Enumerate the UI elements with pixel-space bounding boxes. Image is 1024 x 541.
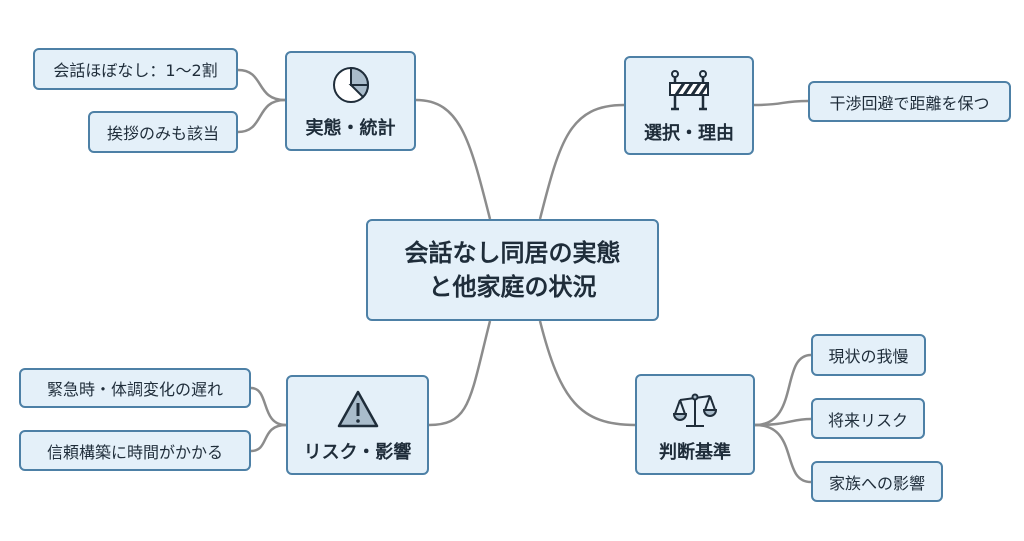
leaf-label: 現状の我慢	[828, 347, 909, 366]
warning-icon	[337, 390, 378, 428]
leaf-label: 家族への影響	[828, 473, 925, 493]
leaf-future-risk[interactable]: 将来リスク	[811, 398, 925, 439]
central-topic[interactable]: 会話なし同居の実態 と他家庭の状況	[366, 219, 659, 321]
connector	[237, 98, 286, 134]
leaf-family-impact[interactable]: 家族への影響	[811, 461, 943, 502]
connector	[237, 68, 286, 102]
leaf-conversation-rate[interactable]: 会話ほぼなし：1〜2割	[33, 48, 238, 90]
connector	[754, 423, 812, 484]
branch-choice-reason[interactable]: 選択・理由	[624, 56, 754, 155]
central-topic-line2: と他家庭の状況	[428, 273, 597, 301]
branch-risk-impact[interactable]: リスク・影響	[286, 375, 429, 475]
leaf-avoid-interference[interactable]: 干渉回避で距離を保つ	[808, 81, 1011, 122]
connector	[250, 386, 287, 427]
scales-icon	[672, 393, 718, 427]
connector	[415, 98, 492, 220]
leaf-label: 緊急時・体調変化の遅れ	[46, 380, 223, 399]
leaf-trust-building[interactable]: 信頼構築に時間がかかる	[19, 430, 251, 471]
pie-chart-icon	[332, 66, 369, 103]
leaf-label: 干渉回避で距離を保つ	[829, 93, 990, 113]
branch-label: 判断基準	[659, 441, 731, 463]
leaf-label: 信頼構築に時間がかかる	[46, 442, 223, 462]
connector	[250, 423, 287, 453]
branch-label: 実態・統計	[305, 118, 396, 139]
connector	[538, 103, 625, 220]
branch-status-stats[interactable]: 実態・統計	[285, 51, 416, 151]
connector	[753, 99, 809, 107]
leaf-label: 挨拶のみも該当	[106, 124, 219, 143]
branch-label: リスク・影響	[303, 442, 412, 463]
barrier-icon	[669, 69, 710, 110]
connector	[538, 320, 636, 427]
connector	[754, 417, 812, 427]
connector	[754, 353, 812, 427]
leaf-current-endurance[interactable]: 現状の我慢	[811, 334, 926, 376]
branch-judgment-criteria[interactable]: 判断基準	[635, 374, 755, 475]
connector	[428, 320, 492, 427]
central-topic-line1: 会話なし同居の実態	[404, 239, 621, 267]
leaf-label: 会話ほぼなし：1〜2割	[53, 61, 218, 80]
leaf-greeting-only[interactable]: 挨拶のみも該当	[88, 111, 238, 153]
leaf-label: 将来リスク	[827, 410, 908, 430]
leaf-emergency-delay[interactable]: 緊急時・体調変化の遅れ	[19, 368, 251, 408]
branch-label: 選択・理由	[644, 122, 734, 144]
